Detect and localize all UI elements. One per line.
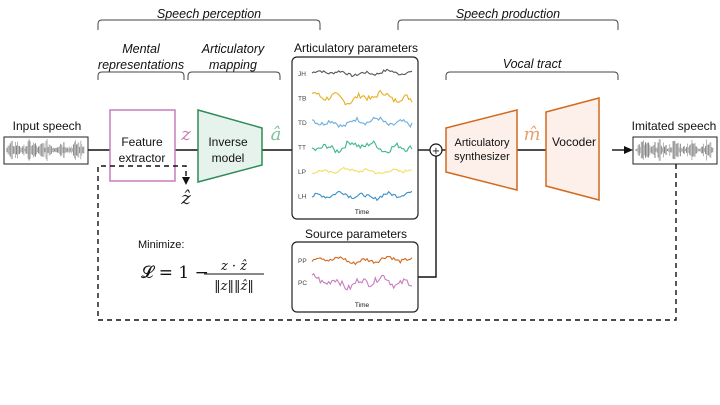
svg-text:representations: representations [98, 58, 184, 72]
bracket-articulatory-mapping: Articulatory mapping [187, 42, 281, 80]
output-waveform [635, 139, 714, 161]
channel-label-pp: PP [298, 258, 307, 265]
m-hat-symbol: m̂ [523, 124, 540, 145]
inverse-model-line1: Inverse [208, 135, 248, 149]
source-parameters-title: Source parameters [305, 227, 407, 241]
bracket-speech-production: Speech production [397, 7, 619, 30]
svg-text:Articulatory: Articulatory [201, 42, 265, 56]
speech-perception-label: Speech perception [157, 7, 261, 21]
input-speech-label: Input speech [13, 119, 82, 133]
sum-node [429, 143, 443, 157]
feature-extractor-line2: extractor [119, 151, 166, 165]
bracket-vocal-tract: Vocal tract [445, 57, 619, 80]
articulatory-parameters-title: Articulatory parameters [294, 41, 418, 55]
channel-label-lh: LH [298, 194, 307, 201]
articulatory-synthesizer-block [445, 109, 518, 191]
inverse-model-block [197, 109, 263, 183]
feature-extractor-block [109, 109, 176, 182]
speech-production-label: Speech production [456, 7, 560, 21]
sum-plus: + [432, 146, 440, 157]
trace-tt [311, 140, 413, 154]
trace-td [311, 116, 413, 129]
minimize-label: Minimize: [138, 239, 184, 251]
loss-numerator: z · ẑ [220, 259, 247, 274]
articulatory-synthesizer-line2: synthesizer [454, 151, 510, 163]
vocoder-block [545, 97, 600, 201]
z-symbol: z [180, 124, 191, 145]
svg-text:Vocal tract: Vocal tract [503, 57, 562, 71]
trace-tb [311, 89, 413, 106]
articulatory-traces: JH TB TD TT LP LH [298, 68, 413, 202]
loss-lhs: 𝓛 = 1 − [141, 263, 209, 283]
articulatory-parameters-panel [291, 56, 419, 220]
channel-label-tt: TT [298, 145, 306, 152]
feature-extractor-line1: Feature [121, 135, 163, 149]
feedback-dashed-loop [97, 164, 677, 321]
line-source-to-sum [418, 156, 437, 278]
channel-label-lp: LP [298, 169, 306, 176]
svg-text:mapping: mapping [209, 58, 257, 72]
a-hat-symbol: â [271, 124, 282, 145]
arrowhead-output [624, 146, 633, 154]
imitated-speech-label: Imitated speech [632, 119, 717, 133]
channel-label-tb: TB [298, 96, 306, 103]
channel-label-jh: JH [298, 71, 306, 78]
feedback-arrowhead [182, 177, 190, 185]
channel-label-pc: PC [298, 280, 307, 287]
vocoder-label: Vocoder [552, 135, 596, 149]
z-hat-symbol: ẑ [180, 188, 191, 209]
bracket-mental-representations: Mental representations [97, 42, 185, 80]
trace-pp [311, 255, 413, 266]
input-waveform [6, 139, 85, 161]
inverse-model-line2: model [212, 151, 245, 165]
svg-text:Mental: Mental [122, 42, 161, 56]
trace-lp [311, 166, 412, 175]
articulatory-time-label: Time [355, 209, 370, 216]
loss-denominator: ‖z‖‖ẑ‖ [214, 279, 254, 294]
trace-jh [311, 68, 413, 78]
channel-label-td: TD [298, 120, 307, 127]
trace-lh [311, 190, 413, 202]
trace-pc [311, 272, 413, 291]
articulatory-synthesizer-line1: Articulatory [454, 137, 510, 149]
source-traces: PP PC [298, 255, 413, 291]
source-time-label: Time [355, 302, 370, 309]
bracket-speech-perception: Speech perception [97, 7, 321, 30]
